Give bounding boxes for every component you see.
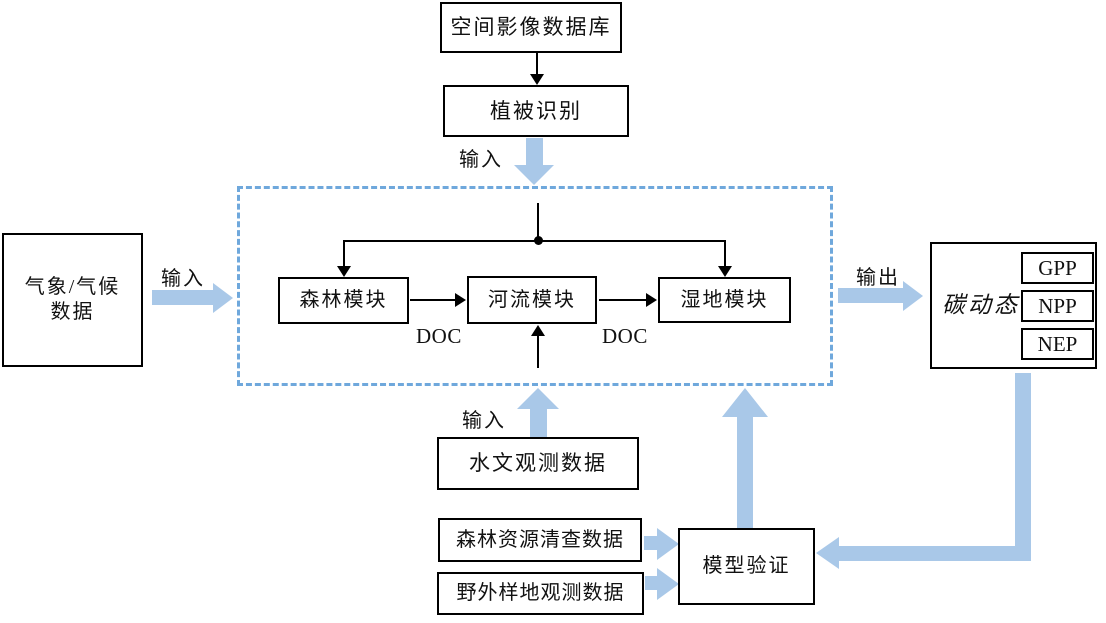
arrow-input-left-head	[213, 283, 233, 313]
connector-trunk-line	[537, 203, 539, 241]
label-input-left: 输入	[161, 268, 205, 290]
arrow-validation-up-body	[737, 416, 753, 528]
label-input-hydro: 输入	[462, 410, 506, 432]
model-boundary-dashed-box	[237, 186, 833, 386]
node-forest-inventory-data-label: 森林资源清查数据	[456, 528, 624, 551]
connector-to-wetland-head	[718, 266, 732, 277]
node-wetland-module: 湿地模块	[658, 277, 791, 323]
arrow-input-hydro-head	[517, 388, 559, 409]
node-model-validation: 模型验证	[678, 528, 815, 605]
arrow-carbon-to-validation-head	[816, 537, 839, 569]
node-spatial-image-database-label: 空间影像数据库	[450, 15, 612, 40]
arrow-output-head	[903, 281, 923, 311]
climate-line1: 气象/气候	[24, 276, 121, 298]
node-forest-module: 森林模块	[278, 277, 409, 324]
output-box-gpp-label: GPP	[1038, 255, 1077, 280]
label-doc-forest-river: DOC	[416, 324, 462, 348]
connector-db-to-veg-head	[530, 74, 544, 85]
arrow-fieldobs-to-validation-body	[645, 576, 658, 590]
node-spatial-image-database: 空间影像数据库	[440, 2, 622, 53]
arrow-carbon-to-validation-vertical	[1015, 373, 1031, 561]
node-wetland-module-label: 湿地模块	[680, 288, 769, 311]
arrow-input-hydro-body	[530, 409, 547, 437]
connector-river-to-wetland-head	[646, 293, 657, 307]
arrow-inventory-to-validation-body	[644, 536, 658, 550]
node-vegetation-recognition-label: 植被识别	[490, 98, 582, 123]
node-river-module-label: 河流模块	[488, 288, 576, 311]
node-vegetation-recognition: 植被识别	[443, 85, 629, 137]
junction-dot	[534, 236, 543, 245]
connector-river-to-wetland-line	[599, 299, 648, 301]
node-model-validation-label: 模型验证	[702, 555, 791, 577]
node-climate-data: 气象/气候 数据	[2, 233, 143, 367]
arrow-input-top-head	[514, 165, 554, 185]
arrow-validation-up-head	[722, 388, 768, 417]
arrow-input-top-body	[526, 138, 543, 166]
node-hydro-observation-data: 水文观测数据	[437, 437, 639, 490]
node-carbon-dynamics: 碳动态 GPP NPP NEP	[930, 242, 1097, 369]
connector-hydro-to-river-head	[531, 325, 545, 336]
connector-forest-to-river-head	[455, 293, 466, 307]
label-doc-river-wetland: DOC	[602, 324, 648, 348]
label-input-top: 输入	[459, 149, 503, 171]
arrow-fieldobs-to-validation-head	[657, 568, 679, 600]
connector-db-to-veg-line	[536, 53, 538, 76]
connector-to-forest-line	[343, 240, 345, 268]
arrow-inventory-to-validation-head	[657, 528, 679, 560]
node-field-plot-data-label: 野外样地观测数据	[456, 582, 625, 604]
output-box-nep-label: NEP	[1037, 331, 1078, 356]
connector-to-wetland-line	[724, 240, 726, 268]
output-box-nep: NEP	[1021, 328, 1094, 360]
node-forest-module-label: 森林模块	[299, 289, 388, 311]
node-hydro-observation-data-label: 水文观测数据	[469, 451, 607, 476]
output-box-npp-label: NPP	[1038, 293, 1077, 318]
node-river-module: 河流模块	[467, 276, 597, 324]
output-box-npp: NPP	[1021, 290, 1094, 322]
node-carbon-dynamics-label: 碳动态	[942, 292, 1020, 318]
output-box-gpp: GPP	[1021, 252, 1094, 284]
connector-forest-to-river-line	[410, 299, 457, 301]
node-field-plot-data: 野外样地观测数据	[437, 572, 644, 615]
arrow-carbon-to-validation-horizontal	[838, 546, 1031, 561]
node-climate-data-label: 气象/气候 数据	[25, 275, 121, 325]
climate-line2: 数据	[50, 301, 95, 323]
node-forest-inventory-data: 森林资源清查数据	[438, 518, 642, 562]
arrow-output-body	[838, 288, 904, 303]
label-output: 输出	[856, 267, 900, 289]
connector-hydro-to-river-line	[537, 334, 539, 368]
connector-to-forest-head	[337, 266, 351, 277]
arrow-input-left-body	[152, 290, 214, 305]
